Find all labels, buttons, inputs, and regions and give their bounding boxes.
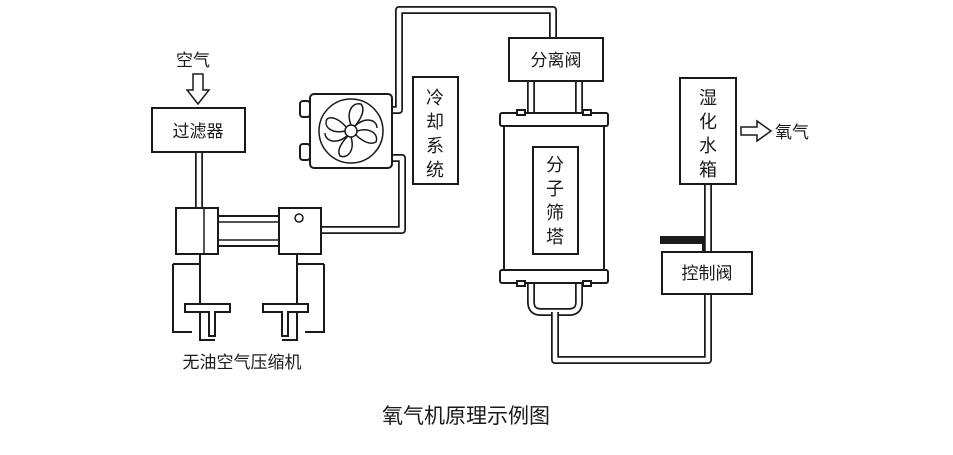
sieve-char-3: 筛: [546, 203, 564, 224]
humidifier-char-4: 箱: [699, 160, 717, 181]
cooling-char-2: 却: [426, 112, 444, 133]
compressor-label: 无油空气压缩机: [183, 353, 302, 373]
pipes: [195, 6, 712, 364]
arrow-down-icon: [185, 73, 211, 106]
sieve-char-1: 分: [546, 155, 564, 176]
sieve-tower: 分 子 筛 塔: [499, 109, 609, 287]
humidifier-char-1: 湿: [699, 88, 717, 109]
control-valve-label: 控制阀: [682, 264, 733, 284]
separation-valve-label: 分离阀: [531, 51, 582, 71]
filter-label: 过滤器: [173, 122, 224, 142]
filter-box: 过滤器: [151, 107, 246, 153]
arrow-right-icon: [740, 119, 773, 143]
compressor: [172, 207, 325, 341]
air-in-label: 空气: [176, 51, 210, 71]
fan-icon: [299, 93, 393, 169]
control-valve-box: 控制阀: [661, 251, 753, 295]
cooling-char-3: 系: [426, 136, 444, 157]
oxygen-out-label: 氧气: [775, 123, 809, 143]
sieve-char-2: 子: [546, 179, 564, 200]
separation-valve-box: 分离阀: [508, 37, 604, 82]
cooling-char-4: 统: [426, 160, 444, 181]
diagram-caption: 氧气机原理示例图: [382, 404, 550, 428]
humidifier-char-2: 化: [699, 112, 717, 133]
humidifier-box: 湿 化 水 箱: [679, 77, 737, 185]
humidifier-char-3: 水: [699, 136, 717, 157]
cooling-system-box: 冷 却 系 统: [412, 76, 459, 185]
cooling-char-1: 冷: [426, 88, 444, 109]
sieve-char-4: 塔: [546, 227, 564, 248]
